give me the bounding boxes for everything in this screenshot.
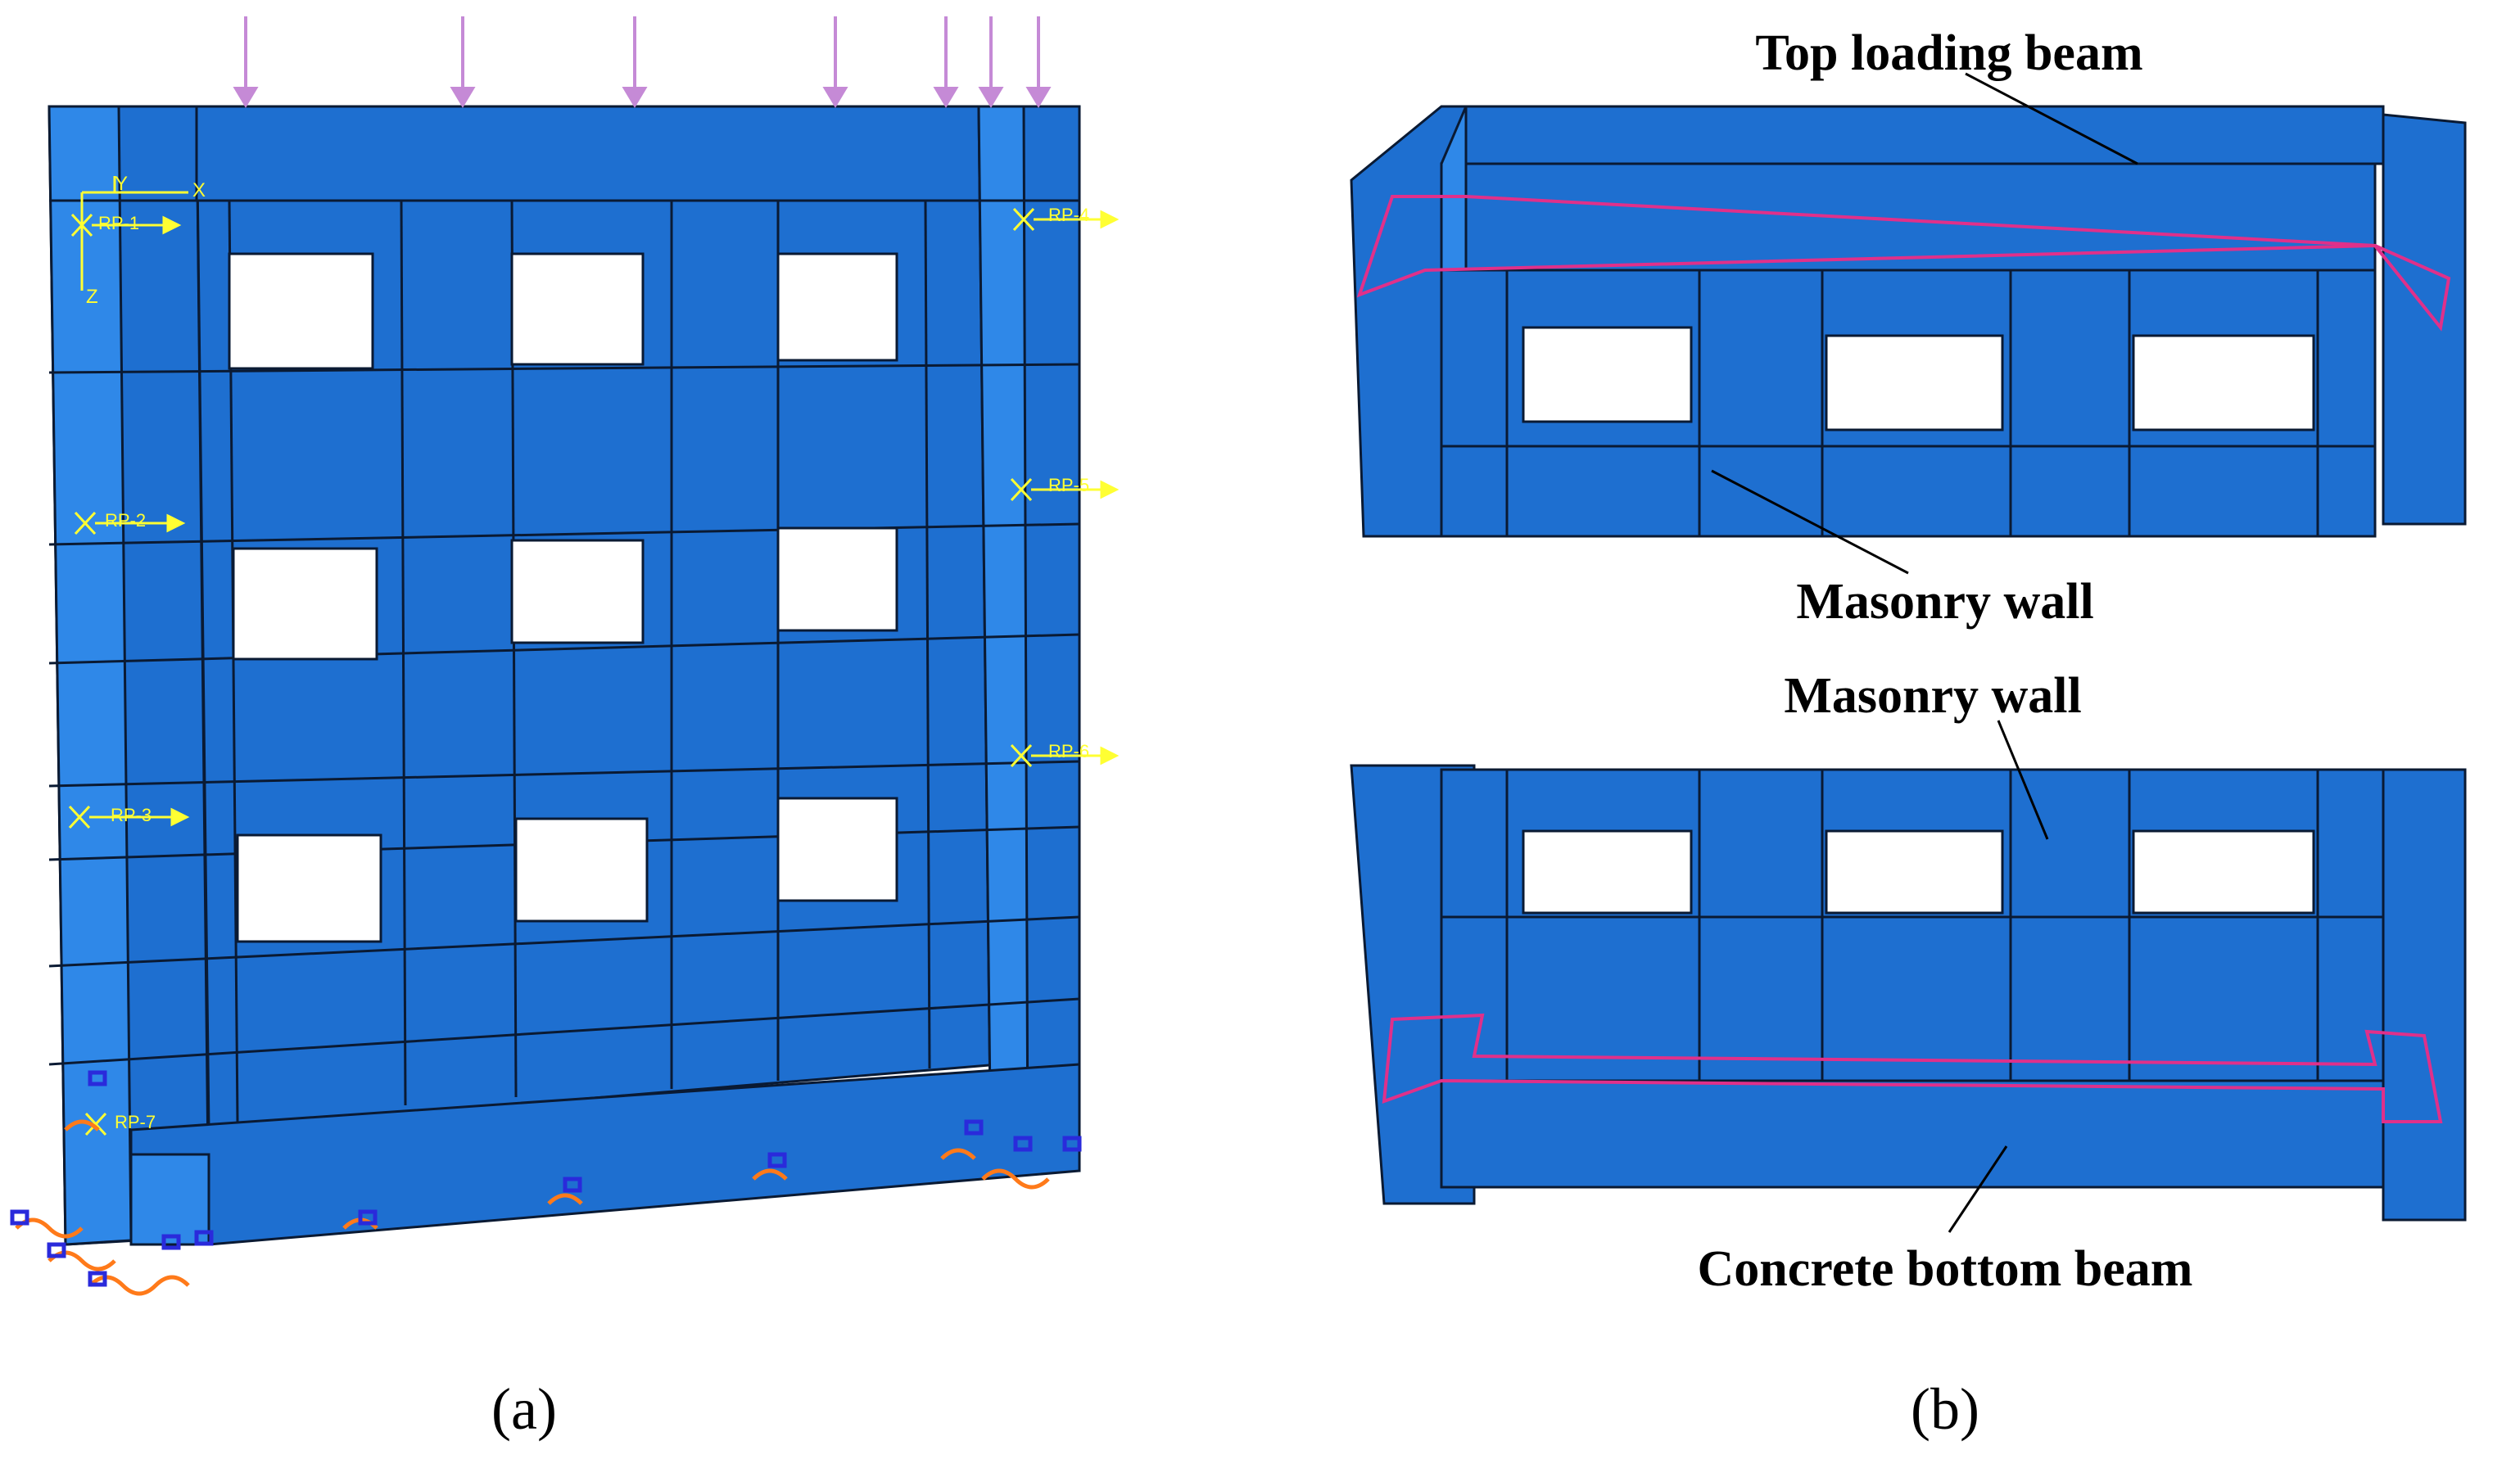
rp-7-label: RP-7 — [115, 1112, 156, 1132]
coordinate-axes — [80, 176, 188, 291]
rp-6-label: RP-6 — [1048, 741, 1089, 761]
callout-leaders — [1711, 72, 2138, 1233]
boundary-condition-symbols — [10, 1070, 1082, 1296]
constraint-outline-bottom — [1382, 1013, 2443, 1123]
panel-b-label: (b) — [1911, 1376, 1979, 1442]
top-loading-beam — [195, 105, 993, 202]
panel-a-fe-model: Y X Z RP-1 RP-2 RP-3 RP-4 RP-5 RP-6 RP-7 — [10, 16, 1120, 1442]
top-loading-beam-3d — [1464, 105, 2385, 165]
rp-4-label: RP-4 — [1048, 205, 1089, 225]
panel-b-detail-views: Top loading beam Masonry wall Masonry wa… — [1350, 25, 2467, 1442]
callout-concrete-bottom-beam: Concrete bottom beam — [1698, 1241, 2193, 1297]
load-arrows — [233, 16, 1052, 108]
axis-label-y: Y — [115, 173, 128, 195]
rp-1-label: RP-1 — [98, 213, 139, 233]
reference-point-markers — [68, 207, 1120, 1136]
rp-5-label: RP-5 — [1048, 475, 1089, 495]
rp-2-label: RP-2 — [105, 510, 146, 531]
callout-top-loading-beam: Top loading beam — [1755, 25, 2142, 81]
callout-masonry-wall-upper: Masonry wall — [1796, 574, 2093, 630]
panel-a-label: (a) — [491, 1376, 557, 1442]
axis-label-x: X — [192, 179, 206, 201]
constraint-outline-top — [1356, 195, 2451, 332]
callout-masonry-wall-lower: Masonry wall — [1784, 668, 2081, 724]
axis-label-z: Z — [86, 286, 98, 308]
window-openings — [228, 252, 898, 943]
upper-detail-view — [1350, 105, 2467, 538]
rp-3-label: RP-3 — [111, 805, 152, 825]
lower-detail-view — [1350, 764, 2467, 1222]
